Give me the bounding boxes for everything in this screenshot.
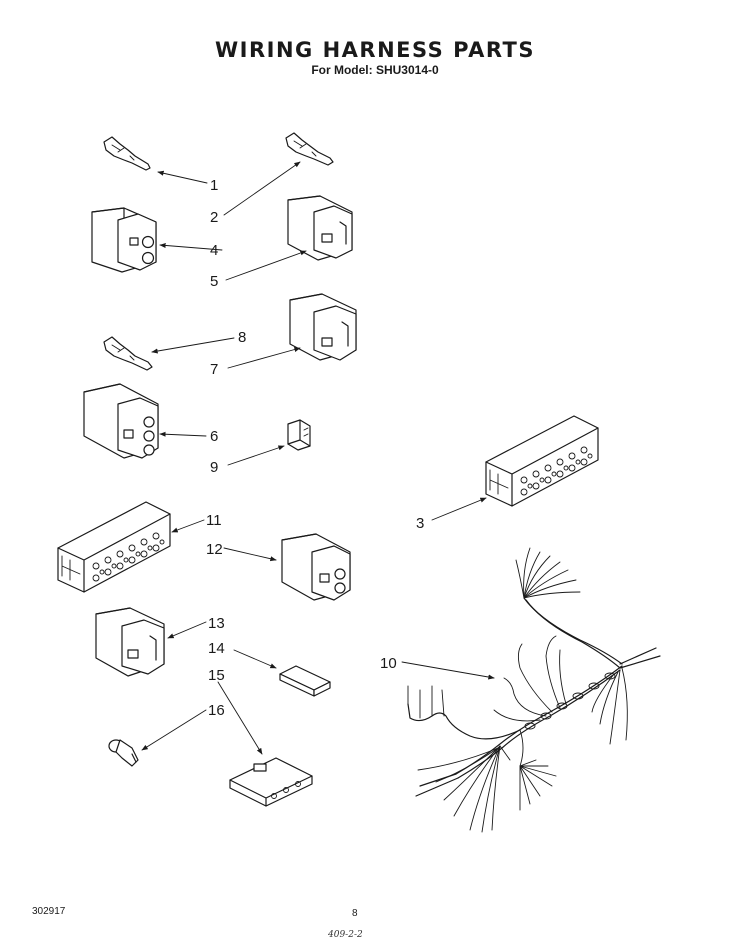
callout-12: 12 bbox=[206, 541, 223, 558]
callout-9: 9 bbox=[210, 459, 218, 476]
part-14-clip bbox=[279, 665, 331, 697]
callout-10: 10 bbox=[380, 655, 397, 672]
part-16-ring-terminal bbox=[108, 739, 139, 767]
part-4-connector bbox=[91, 207, 157, 273]
callout-16: 16 bbox=[208, 702, 225, 719]
page-number: 8 bbox=[352, 908, 358, 919]
part-2-terminal bbox=[285, 132, 334, 166]
part-9-clip bbox=[287, 419, 311, 451]
part-3-block-connector bbox=[485, 415, 599, 507]
part-15-connector bbox=[229, 757, 313, 807]
part-1-terminal bbox=[103, 136, 151, 171]
handwritten-note: 409-2-2 bbox=[328, 930, 363, 940]
doc-number: 302917 bbox=[32, 906, 66, 917]
callout-14: 14 bbox=[208, 640, 225, 657]
page-title: WIRING HARNESS PARTS bbox=[214, 38, 535, 62]
part-10-wiring-harness bbox=[407, 547, 661, 833]
callout-5: 5 bbox=[210, 273, 218, 290]
callout-8: 8 bbox=[238, 329, 246, 346]
callout-1: 1 bbox=[210, 177, 218, 194]
part-12-connector bbox=[281, 533, 351, 601]
callout-11: 11 bbox=[206, 512, 222, 529]
part-6-connector bbox=[83, 383, 159, 459]
model-subtitle: For Model: SHU3014-0 bbox=[311, 63, 439, 77]
callout-leaders bbox=[141, 161, 495, 755]
callout-3: 3 bbox=[416, 515, 424, 532]
part-13-connector bbox=[95, 607, 165, 677]
part-8-terminal bbox=[103, 336, 153, 371]
callout-6: 6 bbox=[210, 428, 218, 445]
part-5-connector bbox=[287, 195, 353, 261]
callout-13: 13 bbox=[208, 615, 225, 632]
callout-15: 15 bbox=[208, 667, 225, 684]
callout-numbers: 1 2 3 4 5 6 7 8 9 10 11 12 13 14 15 16 bbox=[206, 177, 424, 719]
callout-7: 7 bbox=[210, 361, 218, 378]
callout-2: 2 bbox=[210, 209, 218, 226]
part-11-block-connector bbox=[57, 501, 171, 593]
part-7-connector bbox=[289, 293, 357, 361]
callout-4: 4 bbox=[210, 242, 218, 259]
